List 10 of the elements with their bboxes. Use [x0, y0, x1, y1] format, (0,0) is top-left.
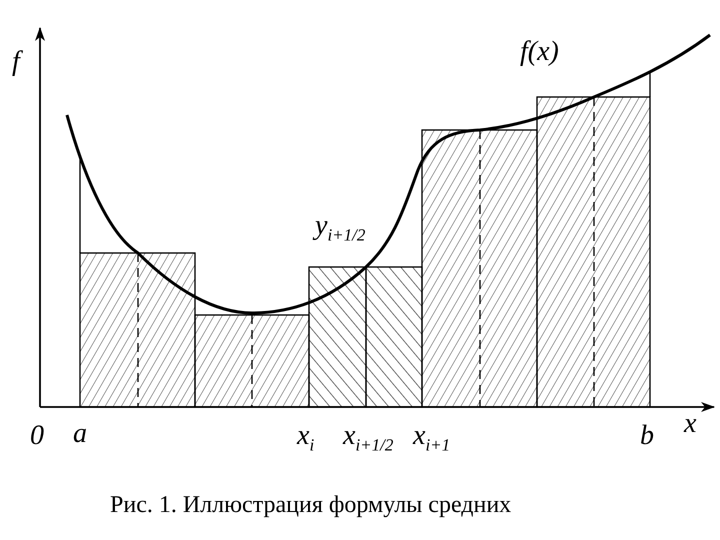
- midpoint-value-label: y$_{i+1/2}$: [315, 212, 366, 244]
- point-label: b: [640, 422, 654, 450]
- point-label: x$_{i+1/2}$: [343, 422, 394, 454]
- point-label: a: [73, 420, 87, 448]
- point-label: x$_{i}$: [297, 422, 314, 454]
- curve-label: f(x): [520, 38, 559, 66]
- point-label: x$_{i+1}$: [413, 422, 450, 454]
- origin-label: 0: [30, 422, 44, 450]
- axis-label: x: [684, 410, 696, 438]
- caption: Рис. 1. Иллюстрация формулы средних: [110, 492, 512, 519]
